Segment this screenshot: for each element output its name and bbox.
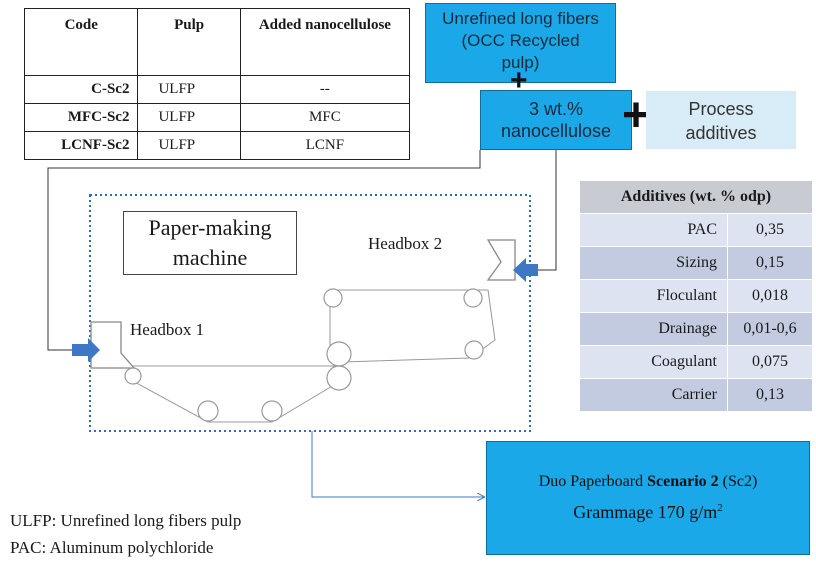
pulp-line-1: Unrefined long fibers: [442, 9, 599, 28]
headbox1-arrow-icon: [72, 338, 100, 362]
nanocellulose-input-box: 3 wt.% nanocellulose: [480, 90, 632, 150]
roll: [326, 341, 352, 367]
nanocellulose-line-1: 3 wt.%: [528, 99, 584, 119]
roll: [323, 288, 343, 308]
plus-icon: +: [622, 89, 651, 142]
output-line: [311, 431, 484, 497]
nanocellulose-line-2: nanocellulose: [500, 121, 612, 141]
additive-value: 0,15: [727, 246, 812, 280]
process-line-1: Process: [688, 99, 754, 119]
additive-name: Carrier: [580, 378, 728, 411]
additive-value: 0,075: [727, 345, 812, 379]
headbox1-label: Headbox 1: [130, 320, 205, 339]
table-row: LCNF-Sc2 ULFP LCNF: [23, 131, 411, 160]
table-row: Sizing 0,15: [580, 246, 812, 280]
table-row: Carrier 0,13: [580, 378, 812, 411]
output-title: Duo Paperboard Scenario 2 (Sc2): [487, 473, 809, 491]
grammage-text: Grammage 170 g/m: [573, 502, 718, 522]
machine-label-line-1: Paper-making: [148, 215, 272, 240]
roll: [463, 288, 483, 308]
roll: [261, 400, 283, 422]
table-row: Drainage 0,01-0,6: [580, 312, 812, 346]
plus-icon: +: [510, 64, 528, 97]
pulp-line-2: (OCC Recycled: [461, 31, 580, 50]
machine-border: [89, 194, 531, 432]
nanocellulose-cell: --: [239, 75, 411, 104]
legend-pac: PAC: Aluminum polychloride: [10, 538, 214, 557]
pulp-line-3: pulp): [501, 53, 540, 72]
roll: [197, 400, 219, 422]
pulp-input-box: Unrefined long fibers (OCC Recycled pulp…: [425, 3, 616, 83]
pulp-cell: ULFP: [137, 75, 241, 104]
additives-table: Additives (wt. % odp) PAC 0,35 Sizing 0,…: [580, 181, 812, 411]
code-cell: C-Sc2: [23, 75, 139, 104]
nanocellulose-cell: LCNF: [239, 131, 411, 160]
output-box: Duo Paperboard Scenario 2 (Sc2) Grammage…: [486, 441, 810, 555]
roll: [124, 367, 142, 385]
table-row: Coagulant 0,075: [580, 345, 812, 379]
additive-name: Drainage: [580, 312, 728, 346]
code-cell: LCNF-Sc2: [23, 131, 139, 160]
pulp-cell: ULFP: [137, 131, 241, 160]
legend-ulfp: ULFP: Unrefined long fibers pulp: [10, 511, 242, 530]
code-table: Code Pulp Added nanocellulose C-Sc2 ULFP…: [23, 8, 411, 160]
additives-header: Additives (wt. % odp): [580, 181, 812, 214]
additive-value: 0,018: [727, 279, 812, 313]
output-grammage: Grammage 170 g/m2: [487, 502, 809, 523]
table-row: Floculant 0,018: [580, 279, 812, 313]
additive-name: Floculant: [580, 279, 728, 313]
additive-value: 0,13: [727, 378, 812, 411]
machine-label: Paper-making machine: [123, 211, 297, 275]
headbox2-arrow-icon: [513, 258, 538, 282]
code-cell: MFC-Sc2: [23, 103, 139, 132]
output-prefix: Duo Paperboard: [538, 473, 648, 490]
additive-name: Coagulant: [580, 345, 728, 379]
additive-name: Sizing: [580, 246, 728, 280]
headbox1-shape: [90, 321, 136, 369]
roll: [464, 340, 484, 360]
table-row: C-Sc2 ULFP --: [23, 75, 411, 104]
output-scenario: Scenario 2: [647, 473, 719, 490]
bottom-wire-line: [130, 379, 340, 423]
machine-label-line-2: machine: [172, 245, 248, 270]
rolls: [124, 288, 484, 422]
output-suffix: (Sc2): [718, 473, 758, 490]
process-additives-box: Process additives: [646, 91, 796, 149]
nanocellulose-header: Added nanocellulose: [239, 8, 411, 76]
headbox2-label: Headbox 2: [368, 234, 443, 253]
roll: [326, 365, 352, 391]
table-row: MFC-Sc2 ULFP MFC: [23, 103, 411, 132]
headbox2-shape: [486, 239, 516, 281]
feed-line-headbox1: [47, 150, 481, 350]
process-line-2: additives: [685, 123, 757, 143]
additive-value: 0,35: [727, 213, 812, 247]
pulp-header: Pulp: [137, 8, 241, 76]
additive-value: 0,01-0,6: [727, 312, 812, 346]
code-header: Code: [23, 8, 139, 76]
pulp-cell: ULFP: [137, 103, 241, 132]
code-table-header: Code Pulp Added nanocellulose: [23, 8, 411, 76]
feed-line-headbox2: [530, 150, 557, 270]
grammage-superscript: 2: [717, 502, 723, 514]
additive-name: PAC: [580, 213, 728, 247]
table-row: PAC 0,35: [580, 213, 812, 247]
